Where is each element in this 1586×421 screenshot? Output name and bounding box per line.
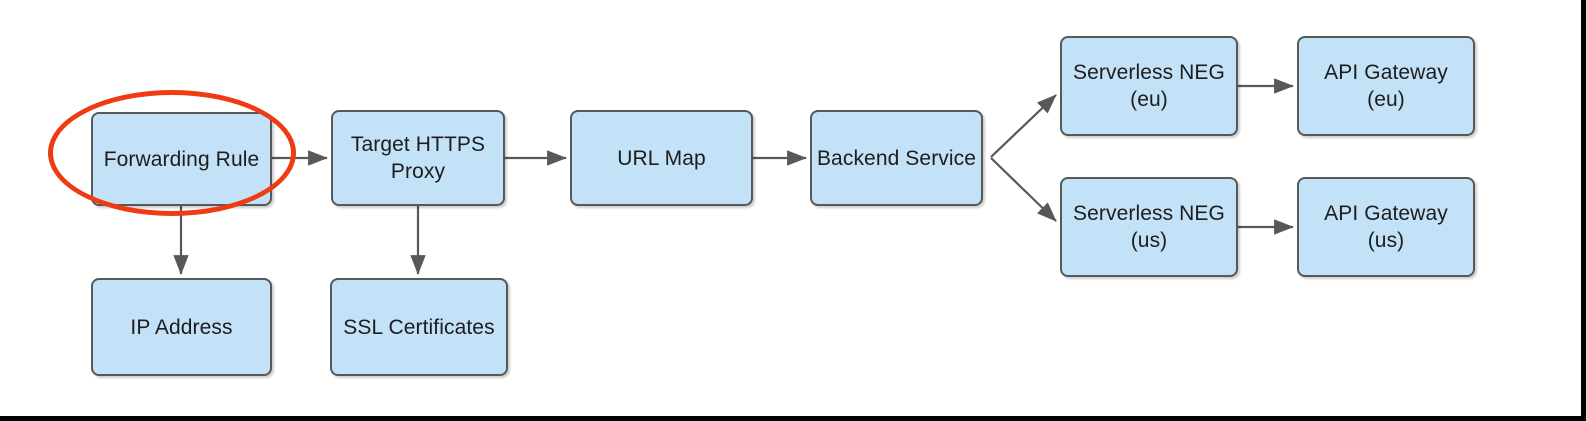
node-serverless-neg-eu[interactable]: Serverless NEG (eu) <box>1060 36 1238 136</box>
node-api-gateway-eu[interactable]: API Gateway (eu) <box>1297 36 1475 136</box>
node-backend-service[interactable]: Backend Service <box>810 110 983 206</box>
node-target-https-proxy[interactable]: Target HTTPS Proxy <box>331 110 505 206</box>
highlight-ellipse-forwarding-rule <box>48 90 296 216</box>
node-ip-address[interactable]: IP Address <box>91 278 272 376</box>
edge-backend-service-to-serverless-neg-eu <box>990 94 1057 158</box>
edge-backend-service-to-serverless-neg-us <box>990 157 1057 222</box>
node-url-map[interactable]: URL Map <box>570 110 753 206</box>
node-ssl-certificates[interactable]: SSL Certificates <box>330 278 508 376</box>
node-api-gateway-us[interactable]: API Gateway (us) <box>1297 177 1475 277</box>
node-serverless-neg-us[interactable]: Serverless NEG (us) <box>1060 177 1238 277</box>
